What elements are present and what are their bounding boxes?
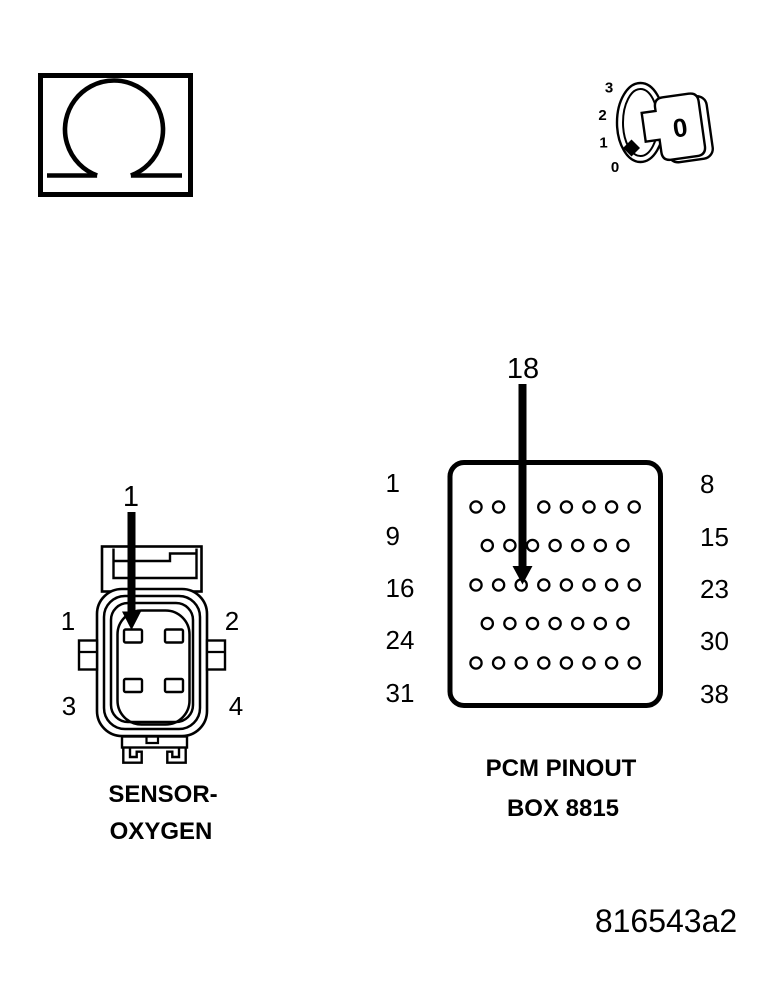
pcm-pin (537, 578, 551, 592)
connector-arrow-head (122, 611, 141, 630)
pcm-pin (593, 538, 608, 553)
pcm-pin (616, 616, 630, 631)
pcm-pin (604, 578, 619, 592)
pcm-pin (469, 578, 483, 592)
connector-cavity-outline (116, 609, 191, 726)
pcm-pin (469, 500, 483, 514)
pcm-pin (570, 538, 585, 553)
pcm-pin (503, 538, 517, 553)
pcm-pin-row-3 (469, 578, 641, 592)
pcm-pin (491, 656, 506, 670)
meter-dial-icon: 3 2 1 0 0 (598, 80, 714, 176)
connector-caption-line2: OXYGEN (110, 818, 213, 845)
pcm-pinout-drawing: 1 9 16 24 31 8 15 23 30 38 18 PCM PINOUT… (386, 353, 729, 822)
dial-scale-label-1: 1 (599, 135, 607, 152)
pcm-pin (480, 538, 495, 553)
pcm-pin-row-2 (480, 538, 630, 553)
dial-scale-label-3: 3 (605, 80, 613, 97)
oxygen-connector-drawing: 1 2 3 4 1 SENSOR- OXYGEN (61, 481, 243, 845)
pcm-pin (559, 500, 574, 514)
pcm-caption-line2: BOX 8815 (507, 795, 619, 822)
pcm-pin-row-1 (469, 500, 641, 514)
pcm-row-label-right-23: 23 (700, 574, 729, 604)
connector-pin-4-box (163, 677, 185, 694)
pcm-pin (627, 656, 641, 670)
pcm-pin (604, 500, 619, 514)
pcm-pin (525, 616, 540, 631)
pcm-row-label-right-8: 8 (700, 469, 714, 499)
connector-pin-2-box (163, 628, 185, 644)
pcm-pin (491, 500, 506, 514)
pcm-pin (525, 538, 540, 553)
dial-scale-label-0: 0 (611, 159, 619, 176)
connector-right-tab (205, 639, 227, 671)
ohm-symbol-icon (38, 73, 193, 197)
dial-knob-value: 0 (671, 112, 690, 144)
pcm-pin (604, 656, 619, 670)
pcm-row-label-left-16: 16 (386, 573, 415, 603)
figure-id: 816543a2 (595, 903, 737, 939)
pcm-pin-row-5 (469, 656, 641, 670)
pcm-pin (582, 578, 596, 592)
pcm-pin (548, 616, 562, 631)
pcm-caption-line1: PCM PINOUT (486, 755, 637, 782)
dial-knob-front-face (640, 92, 707, 162)
pcm-pin (548, 538, 562, 553)
connector-pin-1-label: 1 (61, 606, 75, 636)
connector-pin-3-label: 3 (62, 691, 76, 721)
pcm-arrow-head (512, 566, 533, 585)
pcm-pin (537, 656, 551, 670)
connector-right-foot (166, 747, 187, 764)
pcm-pin (582, 656, 596, 670)
omega-arc (62, 78, 166, 178)
pcm-pin (559, 656, 574, 670)
connector-pointer-label: 1 (123, 481, 139, 513)
pcm-row-label-right-15: 15 (700, 522, 729, 552)
pcm-row-label-right-30: 30 (700, 626, 729, 656)
connector-pin-1-box (122, 628, 144, 644)
connector-caption-line1: SENSOR- (108, 781, 217, 808)
pcm-row-label-left-9: 9 (386, 521, 400, 551)
pcm-row-label-right-38: 38 (700, 679, 729, 709)
pcm-pin (469, 656, 483, 670)
pcm-pin (627, 500, 641, 514)
pcm-pin (480, 616, 495, 631)
pcm-pin (559, 578, 574, 592)
connector-bottom-bar-notch (145, 737, 160, 745)
pcm-pin (582, 500, 596, 514)
connector-body-outline-2 (102, 594, 202, 731)
pcm-pin (514, 656, 528, 670)
pcm-pin-row-4 (480, 616, 630, 631)
connector-top-tab-detail (112, 548, 198, 580)
pcm-pin (503, 616, 517, 631)
pcm-pin (491, 578, 506, 592)
pcm-pin (616, 538, 630, 553)
connector-left-foot (122, 747, 143, 764)
pcm-pointer-label: 18 (507, 353, 539, 385)
pcm-pin (537, 500, 551, 514)
connector-body-outline-3 (109, 601, 195, 724)
connector-pin-3-box (122, 677, 144, 694)
connector-left-tab (77, 639, 99, 671)
pcm-box (447, 460, 663, 708)
connector-pin-4-label: 4 (229, 691, 243, 721)
pcm-row-label-left-31: 31 (386, 678, 415, 708)
dial-knob: 0 (640, 92, 714, 164)
dial-scale-label-2: 2 (598, 107, 606, 124)
pcm-pin (627, 578, 641, 592)
pcm-row-label-left-1: 1 (386, 468, 400, 498)
pcm-pin (570, 616, 585, 631)
connector-pin-2-label: 2 (225, 606, 239, 636)
pcm-pin (593, 616, 608, 631)
pcm-row-label-left-24: 24 (386, 625, 415, 655)
dial-pointer-diamond-icon (623, 139, 640, 157)
